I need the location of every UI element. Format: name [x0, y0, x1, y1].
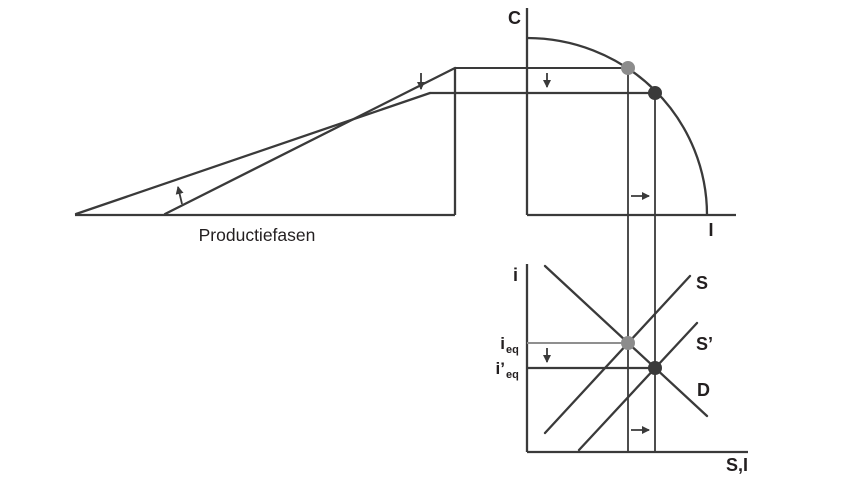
- ppf-panel: C I: [430, 8, 736, 451]
- new-interest-label-main: i’: [496, 359, 505, 378]
- phase-shift-up-arrow: [175, 186, 184, 205]
- production-phases-caption: Productiefasen: [199, 225, 316, 245]
- old-equilibrium-dot-market: [621, 336, 635, 350]
- interest-axis-label: i: [513, 265, 518, 285]
- new-interest-label-sub: eq: [506, 369, 519, 381]
- new-equilibrium-dot-ppf: [648, 86, 662, 100]
- i-axis-label: I: [708, 220, 713, 240]
- new-equilibrium-dot-market: [648, 361, 662, 375]
- growth-path-new: [163, 66, 457, 216]
- c-axis-label: C: [508, 8, 521, 28]
- ppf-curve: [526, 36, 709, 216]
- old-interest-label-sub: eq: [506, 344, 519, 356]
- production-phases-panel: Productiefasen: [74, 66, 457, 245]
- supply-label: S: [696, 273, 708, 293]
- old-equilibrium-dot-ppf: [621, 61, 635, 75]
- supply-shifted-label: S’: [696, 334, 713, 354]
- growth-path-old: [74, 91, 432, 216]
- supply-line: [543, 274, 692, 435]
- savings-market-panel: i S,I S S’ D i eq i’ eq: [496, 264, 748, 475]
- demand-label: D: [697, 380, 710, 400]
- old-interest-label-main: i: [500, 334, 505, 353]
- supply-shifted-line: [577, 321, 699, 452]
- si-axis-label: S,I: [726, 455, 748, 475]
